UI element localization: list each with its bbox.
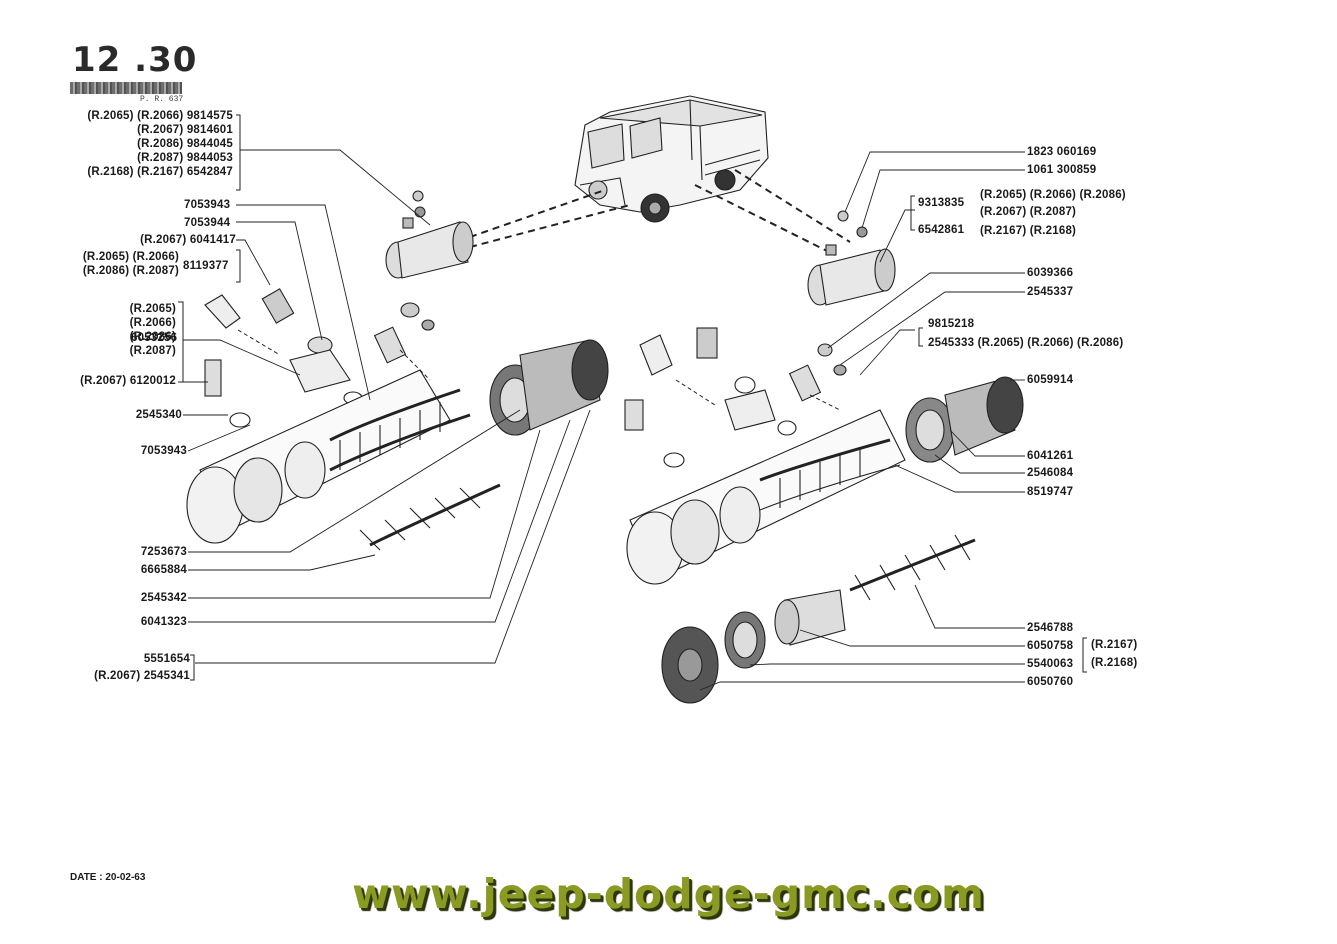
title-underline	[70, 82, 182, 94]
label-2545337: 2545337	[1027, 286, 1074, 298]
label-6050758: 6050758	[1027, 640, 1074, 652]
label-cylinder-refs: (R.2065) (R.2066) 9814575 (R.2067) 98146…	[87, 110, 233, 178]
label-6041261: 6041261	[1027, 450, 1074, 462]
pr-reference: P. R. 637	[140, 95, 184, 104]
label-5551654: 5551654	[143, 653, 190, 665]
watermark-url: www.jeep-dodge-gmc.com	[352, 870, 985, 918]
leader-lines-right	[699, 151, 1025, 691]
label-6059914: 6059914	[1027, 374, 1074, 386]
left-piston-assembly	[186, 339, 609, 551]
label-6039366: 6039366	[1027, 267, 1074, 279]
label-9313835-refs-b: (R.2067) (R.2087)	[980, 206, 1077, 218]
label-7053943-top: 7053943	[184, 199, 231, 211]
label-7053944: 7053944	[184, 217, 231, 229]
label-9313835: 9313835	[918, 197, 965, 209]
label-2546084: 2546084	[1027, 467, 1074, 479]
label-9815218: 9815218	[928, 318, 975, 330]
document-date: DATE : 20-02-63	[70, 872, 146, 883]
label-6041417: (R.2067) 6041417	[140, 234, 236, 246]
label-group-refs: (R.2065) (R.2066) (R.2086) (R.2087)	[129, 303, 176, 357]
label-7053943-bottom: 7053943	[140, 445, 187, 457]
label-r2168: (R.2168)	[1091, 657, 1138, 669]
label-2545333: 2545333 (R.2065) (R.2066) (R.2086)	[928, 337, 1124, 349]
label-2545341: (R.2067) 2545341	[94, 670, 190, 682]
label-8119377: 8119377	[183, 260, 229, 272]
label-6542861-refs: (R.2167) (R.2168)	[980, 225, 1077, 237]
label-8519747: 8519747	[1027, 486, 1074, 498]
left-wheel-cylinder	[385, 190, 474, 279]
leader-lines-left	[183, 149, 591, 664]
label-6041323: 6041323	[140, 616, 187, 628]
right-fittings	[624, 327, 847, 468]
section-number: 12 .30	[72, 40, 198, 80]
label-6050760: 6050760	[1027, 676, 1074, 688]
left-fittings	[204, 288, 435, 428]
truck-drawing	[574, 95, 769, 223]
right-wheel-cylinder	[807, 210, 896, 306]
label-8119377-refs: (R.2065) (R.2066) (R.2086) (R.2087)	[82, 251, 179, 277]
label-6665884: 6665884	[140, 564, 187, 576]
label-2545340: 2545340	[135, 409, 182, 421]
label-r2167: (R.2167)	[1091, 639, 1138, 651]
label-6120012: (R.2067) 6120012	[80, 375, 176, 387]
right-piston-assembly	[626, 376, 1024, 704]
label-5540063: 5540063	[1027, 658, 1074, 670]
label-2545342: 2545342	[140, 592, 187, 604]
label-6542861: 6542861	[918, 224, 965, 236]
label-1061-300859: 1061 300859	[1027, 164, 1097, 176]
label-2546788: 2546788	[1027, 622, 1074, 634]
braces	[178, 114, 1087, 681]
label-9313835-refs-a: (R.2065) (R.2066) (R.2086)	[980, 189, 1126, 201]
label-6053256: 6053256	[131, 332, 178, 344]
label-7253673: 7253673	[140, 546, 187, 558]
label-1823-060169: 1823 060169	[1027, 146, 1097, 158]
